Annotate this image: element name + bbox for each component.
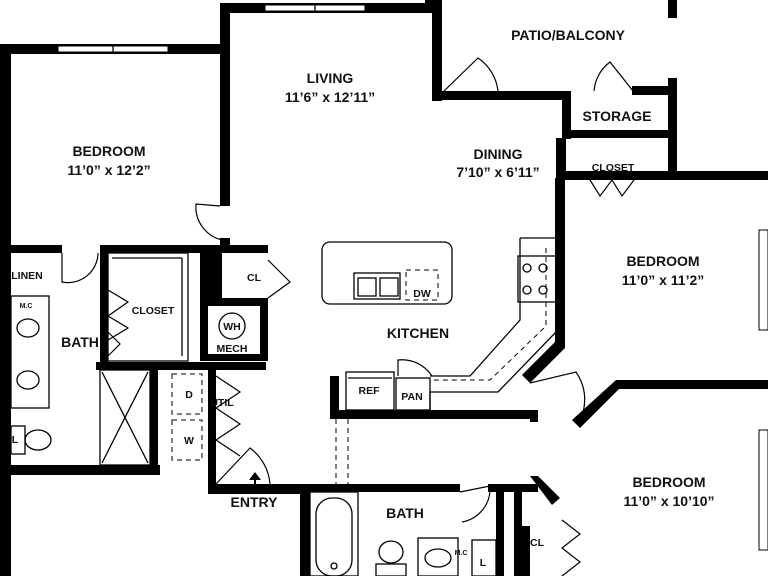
linen-name: LINEN — [11, 270, 43, 282]
wh-label: WH — [223, 321, 241, 333]
l-left-label: L — [12, 434, 19, 446]
dining-dims: 7’10” x 6’11” — [456, 164, 539, 180]
fixture-labels: WH MECH DW REF PAN D W M.C M.C L L — [12, 288, 487, 569]
living-dims: 11’6” x 12’11” — [285, 89, 375, 105]
mech-label: MECH — [217, 343, 248, 355]
bedroom-right-dims: 11’0” x 11’2” — [622, 272, 705, 288]
doors — [61, 57, 635, 576]
dw-label: DW — [413, 288, 431, 300]
cl-small-name: CL — [247, 272, 262, 284]
closet-right-name: CLOSET — [592, 162, 635, 174]
windows — [57, 4, 768, 551]
living-name: LIVING — [307, 70, 354, 86]
bedroom-bottom-name: BEDROOM — [632, 474, 705, 490]
l-bottom-label: L — [480, 557, 487, 569]
fixtures — [10, 237, 557, 576]
ref-label: REF — [359, 385, 381, 397]
washer-label: W — [184, 435, 194, 447]
kitchen-name: KITCHEN — [387, 325, 449, 341]
cl-bottom-name: CL — [530, 537, 545, 549]
mc-bottom-label: M.C — [455, 550, 468, 557]
storage-name: STORAGE — [583, 108, 652, 124]
dryer-label: D — [185, 389, 193, 401]
dining-name: DINING — [474, 146, 523, 162]
bedroom-bottom-dims: 11’0” x 10’10” — [623, 493, 714, 509]
bedroom-left-dims: 11’0” x 12’2” — [67, 162, 150, 178]
bedroom-right-name: BEDROOM — [626, 253, 699, 269]
pan-label: PAN — [401, 391, 422, 403]
patio-name: PATIO/BALCONY — [511, 27, 625, 43]
mc-left-label: M.C — [20, 303, 33, 310]
bedroom-left-name: BEDROOM — [72, 143, 145, 159]
bath-bottom-name: BATH — [386, 505, 424, 521]
entry-arrow-icon — [249, 472, 261, 492]
bath-left-name: BATH — [61, 334, 99, 350]
closet-left-name: CLOSET — [132, 305, 175, 317]
entry-name: ENTRY — [231, 494, 279, 510]
room-labels: BEDROOM 11’0” x 12’2” LIVING 11’6” x 12’… — [11, 27, 714, 549]
util-name: UTIL — [210, 397, 234, 409]
